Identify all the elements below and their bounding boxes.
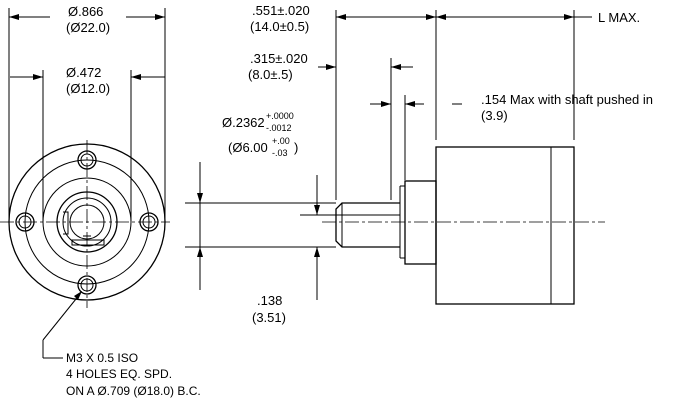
arrow-hub-right: [131, 74, 141, 80]
hub-diameter-inch: Ø.472: [66, 65, 101, 80]
shaft-travel-inch: .154 Max with shaft pushed in: [481, 92, 653, 107]
shaft-travel-mm: (3.9): [481, 108, 508, 123]
shaft-diameter-mm: (Ø6.00: [228, 140, 268, 155]
arrow-lmax-right: [564, 14, 574, 20]
outer-diameter-mm: (Ø22.0): [66, 20, 110, 35]
mounting-note-line2: 4 HOLES EQ. SPD.: [66, 367, 172, 381]
shaft-slot-bottom: [71, 239, 105, 246]
arrow-mounting-leader: [74, 291, 82, 300]
mounting-hole-left: [15, 212, 35, 232]
mounting-hole-bottom: [77, 275, 97, 295]
shaft-diameter-inch-tol-upper: +.0000: [266, 111, 294, 121]
shaft-diameter-inch: Ø.2362: [222, 115, 265, 130]
arrow-outer-right: [155, 14, 165, 20]
hub-diameter-mm: (Ø12.0): [66, 81, 110, 96]
shaft-outer-ring: [56, 191, 118, 253]
hub-length-mm: (14.0±0.5): [250, 19, 309, 34]
encoder-body: [435, 146, 575, 305]
bolt-circle: [24, 159, 150, 285]
leader-mounting-diag: [42, 293, 81, 341]
shaft-diameter-mm-close: ): [294, 140, 298, 155]
mounting-note-line1: M3 X 0.5 ISO: [66, 351, 138, 365]
arrow-flat-bottom: [314, 247, 320, 257]
arrow-shaft-dia-bottom: [197, 247, 203, 257]
arrow-hub-length-right: [426, 14, 436, 20]
arrow-shaft-length-right: [391, 64, 401, 70]
arrow-travel-right: [405, 101, 415, 107]
flat-depth-inch: .138: [257, 293, 282, 308]
side-view: [185, 10, 605, 305]
shaft-diameter-mm-tol-upper: +.00: [272, 136, 290, 146]
outer-diameter-inch: Ø.866: [68, 4, 103, 19]
length-max-label: L MAX.: [598, 10, 640, 25]
shaft-diameter-mm-tol-lower: -.03: [272, 148, 288, 158]
encoder-hub: [404, 180, 437, 265]
front-view: [0, 8, 170, 359]
arrow-shaft-length-left: [326, 64, 336, 70]
shaft-length-inch: .315±.020: [250, 51, 308, 66]
encoder-shaft: [335, 202, 400, 248]
arrow-shaft-dia-top: [197, 193, 203, 203]
shaft-slot-left: [63, 211, 69, 235]
mounting-note-line3: ON A Ø.709 (Ø18.0) B.C.: [66, 384, 201, 398]
hub-length-inch: .551±.020: [252, 3, 310, 18]
arrow-outer-left: [9, 14, 19, 20]
shaft-diameter-inch-tol-lower: -.0012: [266, 123, 292, 133]
arrow-hub-left: [33, 74, 43, 80]
shaft-core-ring: [69, 204, 105, 240]
arrow-hub-length-left: [336, 14, 346, 20]
flat-depth-mm: (3.51): [252, 310, 286, 325]
mounting-hole-right: [139, 212, 159, 232]
arrow-travel-left: [381, 101, 391, 107]
arrow-flat-top: [314, 205, 320, 215]
arrow-lmax-left: [436, 14, 446, 20]
shaft-inner-ring: [62, 197, 112, 247]
shaft-length-mm: (8.0±.5): [248, 67, 293, 82]
mounting-hole-top: [77, 150, 97, 170]
